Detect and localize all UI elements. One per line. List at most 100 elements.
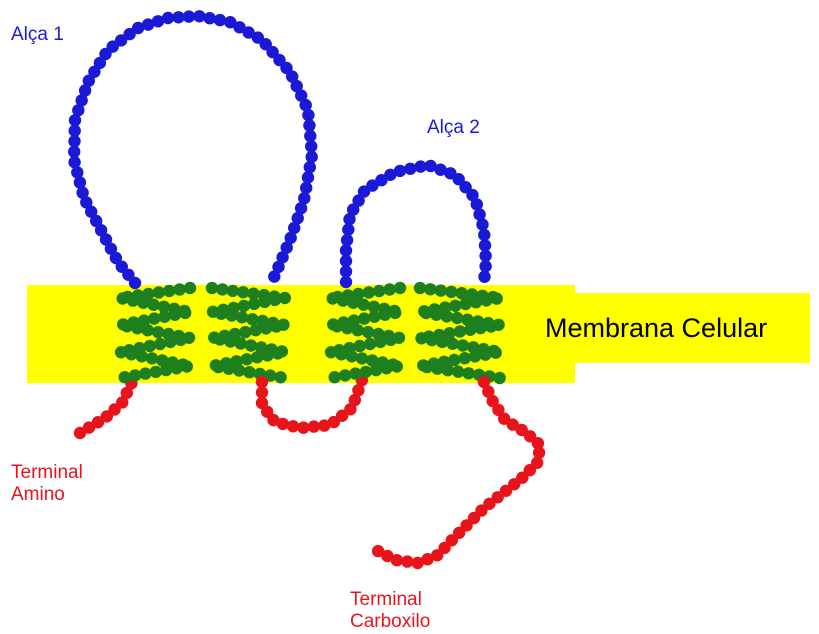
residue [304, 161, 316, 173]
residue [269, 294, 281, 306]
residue [243, 366, 255, 378]
residue [158, 311, 170, 323]
residue [339, 369, 351, 381]
residue [380, 362, 392, 374]
residue [360, 366, 372, 378]
residue [144, 340, 156, 352]
residue [272, 347, 284, 359]
residue [341, 322, 353, 334]
residue [469, 350, 481, 362]
residue [147, 299, 159, 311]
residue [142, 324, 154, 336]
residue [494, 372, 506, 384]
residue [364, 338, 376, 350]
residue [431, 362, 443, 374]
residue [302, 171, 314, 183]
residue [223, 363, 235, 375]
residue [204, 12, 216, 24]
residue [308, 420, 320, 432]
carboxyl-terminal-label-line1: Terminal [350, 588, 422, 611]
residue [119, 371, 131, 383]
residue [470, 296, 482, 308]
residue [129, 369, 141, 381]
residue [341, 234, 353, 246]
residue [173, 283, 185, 295]
membrane-label: Membrana Celular [545, 312, 767, 344]
carboxyl-terminal-tail [372, 376, 545, 569]
residue [435, 284, 447, 296]
residue [464, 324, 476, 336]
residue [261, 349, 273, 361]
residue [372, 545, 384, 557]
residue [480, 294, 492, 306]
residue [239, 326, 251, 338]
residue [329, 371, 341, 383]
amino-terminal-label-line2: Amino [11, 483, 65, 506]
residue [181, 360, 193, 372]
residue [206, 282, 218, 294]
carboxyl-terminal-label-line2: Carboxilo [350, 610, 430, 633]
intracellular-connector [256, 374, 368, 434]
residue [454, 325, 466, 337]
residue [146, 352, 158, 364]
residue [446, 338, 458, 350]
residue [462, 367, 474, 379]
loop-2-label: Alça 2 [427, 116, 480, 139]
residue [385, 334, 397, 346]
loop-1-label: Alça 1 [11, 23, 64, 46]
residue [260, 322, 272, 334]
residue [237, 286, 249, 298]
residue [479, 348, 491, 360]
residue [476, 218, 488, 230]
residue [179, 307, 191, 319]
residue [373, 285, 385, 297]
residue [430, 309, 442, 321]
residue [215, 308, 227, 320]
residue [491, 292, 503, 304]
residue [274, 371, 286, 383]
residue [236, 311, 248, 323]
residue [412, 557, 424, 569]
residue [153, 286, 165, 298]
residue [121, 320, 133, 332]
residue [325, 346, 337, 358]
residue [346, 350, 358, 362]
extracellular-loop-2 [340, 160, 492, 288]
residue [136, 350, 148, 362]
residue [335, 348, 347, 360]
residue [401, 555, 413, 567]
residue [374, 336, 386, 348]
residue [426, 334, 438, 346]
residue [300, 182, 312, 194]
residue [331, 320, 343, 332]
residue [442, 364, 454, 376]
residue [249, 324, 261, 336]
residue [224, 335, 236, 347]
amino-terminal-label-line1: Terminal [11, 461, 83, 484]
residue [170, 362, 182, 374]
residue [241, 353, 253, 365]
residue [117, 292, 129, 304]
residue [452, 366, 464, 378]
residue [152, 326, 164, 338]
extracellular-loop-1 [68, 10, 318, 289]
residue [164, 336, 176, 348]
residue [352, 324, 364, 336]
residue [490, 347, 502, 359]
residue [137, 297, 149, 309]
residue [358, 312, 370, 324]
residue [449, 300, 461, 312]
amino-terminal-tail [74, 377, 138, 439]
residue [448, 354, 460, 366]
residue [131, 322, 143, 334]
residue [184, 282, 196, 294]
residue [248, 298, 260, 310]
residue [478, 271, 490, 283]
residue [160, 364, 172, 376]
residue [347, 297, 359, 309]
residue [394, 165, 406, 177]
residue [214, 333, 226, 345]
residue [436, 336, 448, 348]
residue [415, 332, 427, 344]
residue [148, 312, 160, 324]
